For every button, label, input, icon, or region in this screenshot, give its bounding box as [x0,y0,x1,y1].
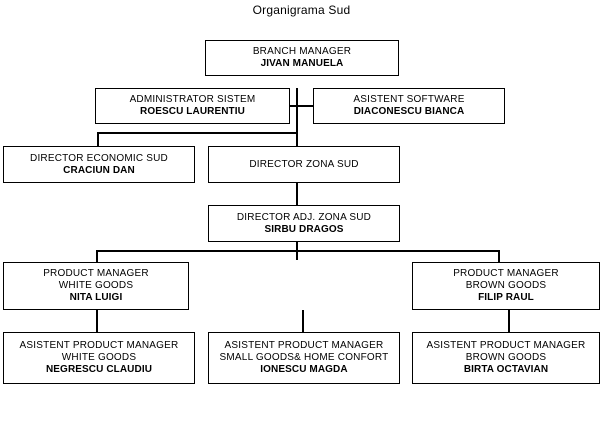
node-name: SIRBU DRAGOS [264,223,344,235]
node-name: CRACIUN DAN [63,164,135,176]
page-title: Organigrama Sud [252,3,351,17]
node-role: ASISTENT PRODUCT MANAGER [224,340,384,351]
node-role: DIRECTOR ADJ. ZONA SUD [236,211,372,223]
node-role: DIRECTOR ECONOMIC SUD [30,152,168,164]
connector-row2-horizontal [289,105,314,107]
node-role: ASISTENT PRODUCT MANAGER [19,340,179,351]
node-role: ASISTENT SOFTWARE [353,94,465,105]
node-unit: BROWN GOODS [465,352,547,363]
connector-zona-to-adj [296,183,298,205]
connector-adj-to-apm-small [302,310,304,332]
node-name: JIVAN MANUELA [260,58,344,69]
node-role: ASISTENT PRODUCT MANAGER [426,340,586,351]
node-branch-manager[interactable]: BRANCH MANAGER JIVAN MANUELA [205,40,399,76]
node-director-adj-zona-sud[interactable]: DIRECTOR ADJ. ZONA SUD SIRBU DRAGOS [208,205,400,242]
node-apm-brown-goods[interactable]: ASISTENT PRODUCT MANAGER BROWN GOODS BIR… [412,332,600,384]
node-name: BIRTA OCTAVIAN [463,364,549,375]
node-role: DIRECTOR ZONA SUD [249,158,359,170]
connector-pm-brown-drop [498,250,500,262]
connector-branch-manager-trunk [296,88,298,146]
node-pm-white-goods[interactable]: PRODUCT MANAGER WHITE GOODS NITA LUIGI [3,262,189,310]
node-name: IONESCU MAGDA [260,364,348,375]
connector-row3-bus [97,132,298,134]
node-unit: SMALL GOODS& HOME CONFORT [219,352,389,363]
node-administrator-sistem[interactable]: ADMINISTRATOR SISTEM ROESCU LAURENTIU [95,88,290,124]
node-role: PRODUCT MANAGER [453,268,559,279]
node-unit: WHITE GOODS [58,280,134,291]
node-name: ROESCU LAURENTIU [140,106,245,117]
connector-director-economic-drop [97,132,99,146]
node-name: NEGRESCU CLAUDIU [45,364,153,375]
node-role: BRANCH MANAGER [252,46,352,57]
connector-pm-white-drop [96,250,98,262]
node-director-economic-sud[interactable]: DIRECTOR ECONOMIC SUD CRACIUN DAN [3,146,195,183]
node-name: FILIP RAUL [478,292,534,303]
node-unit: BROWN GOODS [465,280,547,291]
node-director-zona-sud[interactable]: DIRECTOR ZONA SUD [208,146,400,183]
node-role: PRODUCT MANAGER [43,268,149,279]
connector-pm-brown-to-apm [508,310,510,332]
node-asistent-software[interactable]: ASISTENT SOFTWARE DIACONESCU BIANCA [313,88,505,124]
node-pm-brown-goods[interactable]: PRODUCT MANAGER BROWN GOODS FILIP RAUL [412,262,600,310]
connector-pm-white-to-apm [96,310,98,332]
connector-product-manager-bus [96,250,500,252]
node-role: ADMINISTRATOR SISTEM [129,94,256,105]
node-apm-white-goods[interactable]: ASISTENT PRODUCT MANAGER WHITE GOODS NEG… [3,332,195,384]
node-name: NITA LUIGI [69,292,123,303]
node-unit: WHITE GOODS [61,352,137,363]
node-name: DIACONESCU BIANCA [353,106,465,117]
node-apm-small-goods[interactable]: ASISTENT PRODUCT MANAGER SMALL GOODS& HO… [208,332,400,384]
